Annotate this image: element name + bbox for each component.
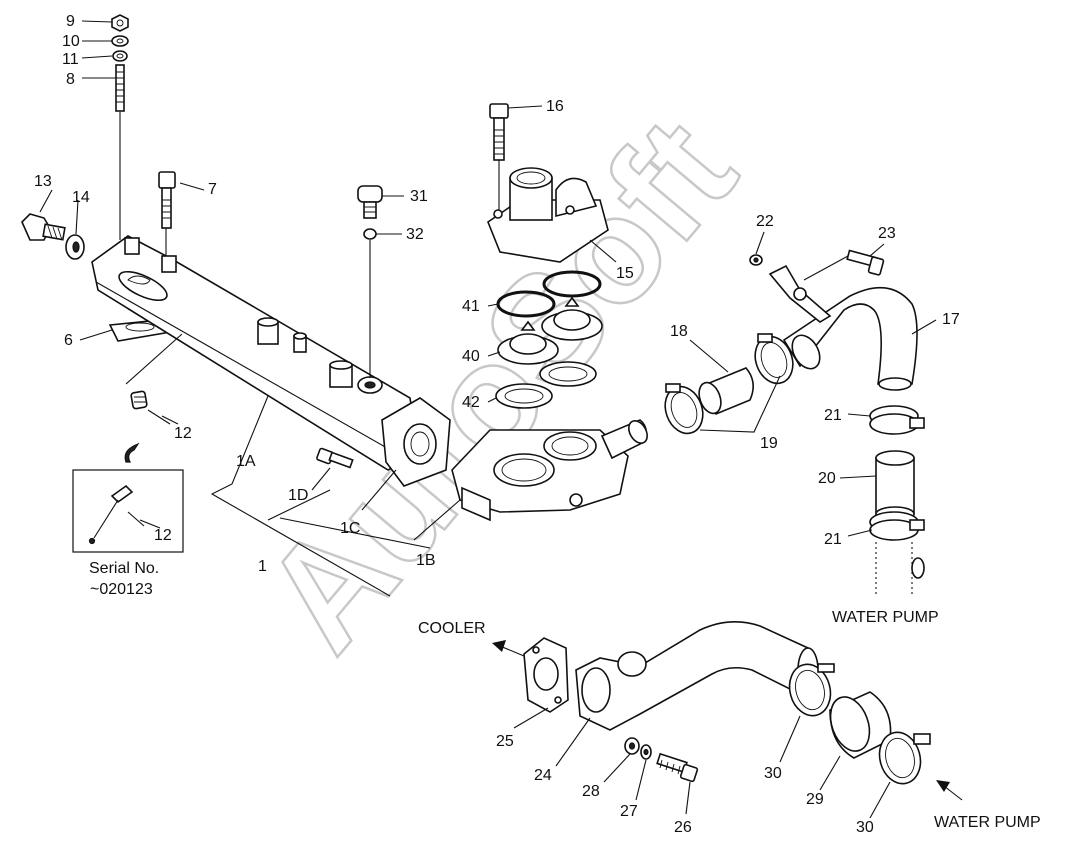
label-1: 1 [258,558,267,575]
label-42: 42 [462,394,480,411]
stud-8 [115,64,125,240]
label-25: 25 [496,733,514,750]
serial-inset-box [72,442,184,553]
washer-28 [624,737,640,755]
label-9: 9 [66,13,75,30]
thermostat-housing-1B [451,419,648,522]
label-11: 11 [62,51,79,68]
bolt-26 [656,752,699,783]
plug-13 [21,213,66,241]
label-41: 41 [462,298,480,315]
bolt-23 [803,249,885,281]
gasket-42 [495,361,597,409]
water-pump-caption-bottom: WATER PUMP [934,814,1041,831]
label-7: 7 [208,181,217,198]
pipe-17 [782,286,918,391]
label-28: 28 [582,783,600,800]
hose-18 [698,367,754,415]
plug-31 [357,185,383,219]
clamp-30-left [788,663,835,717]
label-31: 31 [410,188,428,205]
label-12: 12 [174,425,192,442]
label-27: 27 [620,803,638,820]
leader-lines-1 [125,333,461,597]
label-19: 19 [760,435,778,452]
label-17: 17 [942,311,960,328]
label-40: 40 [462,348,480,365]
leader-lines [39,20,937,819]
label-6: 6 [64,332,73,349]
label-12-inset: 12 [154,527,172,544]
label-22: 22 [756,213,774,230]
label-32: 32 [406,226,424,243]
washer-14 [65,234,85,260]
label-13: 13 [34,173,52,190]
serial-number-line2: ~020123 [90,581,153,598]
oring-32 [363,228,377,378]
label-20: 20 [818,470,836,487]
label-14: 14 [72,189,90,206]
hose-20 [875,450,915,522]
clamp-21-top [869,405,925,435]
bracket-22 [749,254,832,323]
label-1B: 1B [416,552,436,569]
sensor-12 [130,390,171,425]
gasket-25 [523,637,569,713]
label-10: 10 [62,33,80,50]
label-1C: 1C [340,520,360,537]
nut-9 [111,14,129,32]
label-24: 24 [534,767,552,784]
label-16: 16 [546,98,564,115]
washer-27 [640,744,652,760]
washer-11 [112,50,128,62]
label-21-top: 21 [824,407,842,424]
serial-number-line1: Serial No. [89,560,159,577]
label-1A: 1A [236,453,256,470]
label-18: 18 [670,323,688,340]
water-pump-caption-top: WATER PUMP [832,609,939,626]
bolt-16 [489,103,509,214]
arrow-from-water-pump [936,780,963,801]
bolt-7 [158,171,176,265]
clamp-21-bottom [869,511,925,541]
clamp-19 [664,333,794,435]
label-29: 29 [806,791,824,808]
clamp-30-right [878,731,931,785]
thermostat-cover-15 [487,167,609,263]
label-1D: 1D [288,487,308,504]
arrow-to-cooler [492,640,525,657]
pipe-24 [575,621,819,731]
label-26: 26 [674,819,692,836]
bolt-1D [316,447,354,469]
label-23: 23 [878,225,896,242]
label-21-bottom: 21 [824,531,842,548]
washer-10 [111,35,129,47]
part-labels: 9 10 11 8 13 14 7 31 32 16 15 6 12 41 40… [34,13,960,836]
water-pump-stub [875,542,925,596]
cooler-caption: COOLER [418,620,486,637]
label-30-right: 30 [856,819,874,836]
label-30-left: 30 [764,765,782,782]
water-manifold-1A [91,235,451,487]
label-15: 15 [616,265,634,282]
thermostat-40 [497,296,603,365]
label-8: 8 [66,71,75,88]
